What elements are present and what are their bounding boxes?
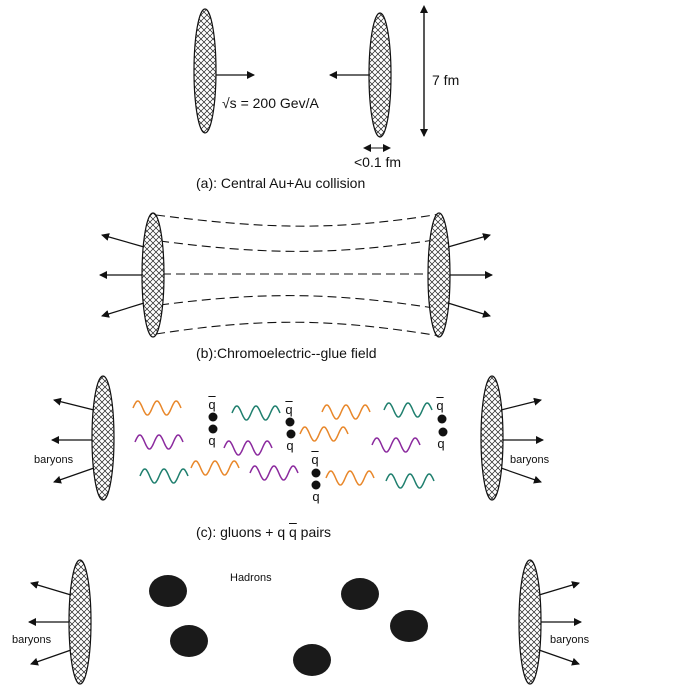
- antiquark-label: q: [285, 402, 293, 417]
- baryons-label-right: baryons: [550, 634, 590, 646]
- baryons-label-left: baryons: [34, 454, 74, 466]
- right-outgoing-arrow: [447, 233, 491, 248]
- gluon-wave: [325, 470, 375, 486]
- hadrons-label: Hadrons: [230, 572, 272, 584]
- field-line: [159, 295, 435, 309]
- hadron: [149, 575, 187, 607]
- hadron: [170, 625, 208, 657]
- left-nucleus: [91, 375, 115, 501]
- antiquark-dot: [438, 427, 448, 437]
- quark-label: q: [208, 433, 216, 448]
- quark-dot: [208, 412, 218, 422]
- field-line: [155, 213, 441, 227]
- baryons-label-right: baryons: [510, 454, 550, 466]
- quark-label: q: [286, 438, 294, 453]
- quark-label: q: [312, 489, 320, 504]
- gluon-wave: [321, 404, 371, 420]
- panel-b: [99, 212, 493, 338]
- right-outgoing-arrow: [447, 302, 491, 318]
- nucleus-thickness-label: <0.1 fm: [354, 154, 402, 170]
- right-nucleus: [480, 375, 504, 501]
- right-nucleus: [518, 559, 542, 685]
- gluons: [132, 400, 435, 489]
- panel-d: [28, 559, 582, 685]
- left-outgoing-arrow: [53, 397, 95, 411]
- field-line: [155, 321, 441, 337]
- caption-c: (c): gluons + q q pairs: [196, 524, 331, 540]
- quark-label: q: [437, 436, 445, 451]
- left-nucleus: [68, 559, 92, 685]
- gluon-wave: [385, 473, 435, 489]
- antiquark-label: q: [436, 398, 444, 413]
- gluon-wave: [190, 460, 240, 476]
- left-outgoing-arrow: [101, 233, 145, 248]
- gluon-wave: [371, 437, 421, 453]
- right-outgoing-arrow: [500, 397, 542, 411]
- baryons-label-left: baryons: [12, 634, 52, 646]
- left-nucleus: [193, 8, 217, 134]
- left-outgoing-arrow: [101, 302, 145, 318]
- left-outgoing-arrow: [30, 649, 72, 666]
- gluon-wave: [134, 434, 184, 450]
- gluon-wave: [139, 468, 189, 484]
- panel-a: [193, 5, 428, 152]
- caption-b: (b):Chromoelectric--glue field: [196, 345, 377, 361]
- quark-dot: [437, 414, 447, 424]
- energy-value: = 200 Gev/A: [236, 95, 319, 111]
- caption-c-suffix: pairs: [296, 524, 332, 540]
- gluon-wave: [383, 402, 433, 418]
- panel-c: [51, 375, 544, 501]
- caption-c-prefix: (c): gluons + q: [196, 524, 289, 540]
- gluon-wave: [132, 400, 182, 416]
- antiquark-dot: [286, 429, 296, 439]
- right-outgoing-arrow: [538, 581, 580, 596]
- sqrt-s: √s: [222, 95, 237, 111]
- gluon-wave: [231, 405, 281, 421]
- right-outgoing-arrow: [538, 649, 580, 666]
- gluon-wave: [299, 426, 349, 442]
- energy-label: √s = 200 Gev/A: [222, 95, 319, 111]
- nucleus-size-label: 7 fm: [432, 72, 460, 88]
- antiquark-label: q: [208, 397, 216, 412]
- right-outgoing-arrow: [500, 467, 542, 484]
- left-outgoing-arrow: [30, 581, 72, 596]
- gluon-wave: [249, 465, 299, 481]
- hadron: [390, 610, 428, 642]
- caption-a: (a): Central Au+Au collision: [196, 175, 366, 191]
- left-outgoing-arrow: [53, 467, 95, 484]
- hadron: [341, 578, 379, 610]
- caption-c-qbar: q: [289, 524, 297, 540]
- antiquark-dot: [311, 480, 321, 490]
- left-nucleus: [141, 212, 165, 338]
- right-nucleus: [368, 12, 392, 138]
- hadron: [293, 644, 331, 676]
- quark-dot: [311, 468, 321, 478]
- antiquark-dot: [208, 424, 218, 434]
- right-nucleus: [427, 212, 451, 338]
- antiquark-label: q: [311, 452, 319, 467]
- quark-dot: [285, 417, 295, 427]
- gluon-wave: [223, 440, 273, 456]
- field-line: [159, 239, 435, 252]
